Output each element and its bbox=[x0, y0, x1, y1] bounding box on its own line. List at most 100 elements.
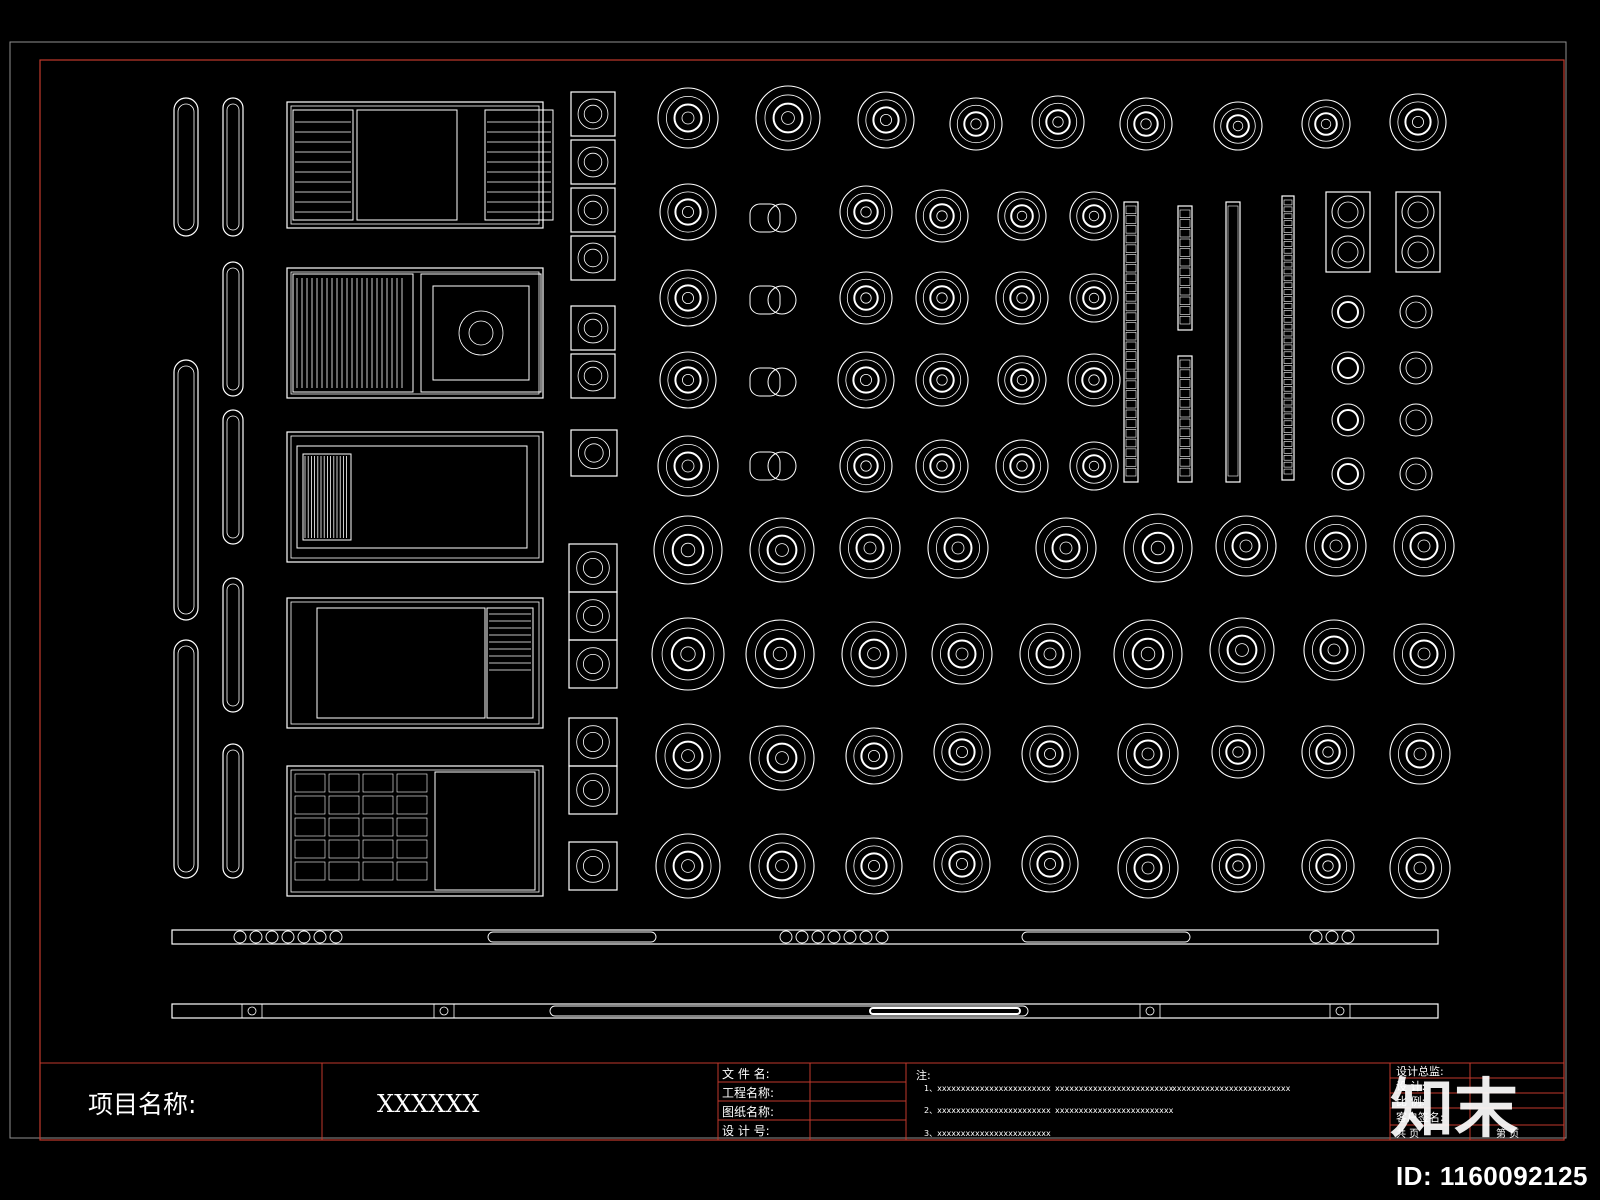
cad-line bbox=[929, 367, 955, 393]
cad-line bbox=[1337, 201, 1359, 223]
note-1a: 1、xxxxxxxxxxxxxxxxxxxxxxxx bbox=[924, 1084, 1051, 1093]
cad-line bbox=[1076, 448, 1112, 484]
cad-line bbox=[1125, 341, 1137, 351]
page-number: 第 页 bbox=[1496, 1127, 1519, 1140]
cad-line bbox=[846, 446, 886, 486]
cad-line bbox=[1232, 120, 1244, 132]
sign-design-director: 设计总监: bbox=[1396, 1064, 1444, 1078]
cad-line bbox=[1283, 392, 1293, 399]
cad-line bbox=[666, 96, 711, 141]
cad-line bbox=[1283, 351, 1293, 357]
cad-line bbox=[1231, 531, 1261, 561]
cad-line bbox=[328, 773, 360, 793]
cad-line bbox=[1283, 385, 1293, 392]
cad-line bbox=[439, 1006, 449, 1016]
cad-line bbox=[1009, 285, 1035, 311]
cad-line bbox=[1038, 102, 1078, 142]
cad-line bbox=[1321, 531, 1351, 561]
cad-line bbox=[1218, 732, 1258, 772]
cad-line bbox=[922, 278, 962, 318]
cad-line bbox=[1417, 539, 1431, 553]
round-light-symbol bbox=[915, 271, 969, 325]
cad-line bbox=[1283, 316, 1293, 323]
brand-logo: 知末 bbox=[1390, 1073, 1518, 1147]
cad-line bbox=[853, 285, 879, 311]
cad-line bbox=[1308, 846, 1348, 886]
cad-line bbox=[1179, 359, 1191, 369]
cad-line bbox=[396, 861, 428, 881]
cad-line bbox=[576, 849, 610, 883]
square-fan-symbol bbox=[570, 353, 616, 399]
round-light-symbol bbox=[933, 835, 991, 893]
cad-line bbox=[766, 850, 798, 882]
cad-line bbox=[1131, 637, 1165, 671]
cad-line bbox=[1125, 283, 1137, 292]
cad-line bbox=[664, 732, 712, 780]
cad-line bbox=[1088, 292, 1100, 304]
cad-line bbox=[362, 817, 394, 837]
cad-line bbox=[1126, 732, 1171, 777]
cad-line bbox=[1179, 316, 1191, 325]
round-light-symbol bbox=[837, 351, 895, 409]
cad-line bbox=[1002, 278, 1042, 318]
round-light-symbol bbox=[1213, 101, 1263, 151]
cad-line bbox=[1283, 234, 1293, 240]
small-downlight-symbol bbox=[1399, 457, 1433, 491]
cad-line bbox=[576, 725, 610, 759]
cad-line bbox=[1141, 531, 1175, 565]
cad-line bbox=[855, 533, 885, 563]
cad-line bbox=[795, 930, 809, 944]
round-light-symbol bbox=[839, 517, 901, 579]
cad-line bbox=[1125, 361, 1137, 370]
cad-line bbox=[1283, 330, 1293, 337]
project-name-label: 项目名称: bbox=[88, 1090, 196, 1119]
cad-line bbox=[1283, 323, 1293, 330]
cad-line bbox=[880, 114, 893, 127]
square-fan-symbol bbox=[570, 187, 616, 233]
cad-line bbox=[1051, 533, 1081, 563]
round-light-symbol bbox=[659, 183, 717, 241]
cad-line bbox=[1016, 460, 1028, 472]
cad-line bbox=[265, 930, 279, 944]
cad-line bbox=[1309, 930, 1323, 944]
cad-line bbox=[1218, 846, 1258, 886]
cad-line bbox=[1315, 739, 1341, 765]
cad-line bbox=[1179, 267, 1191, 276]
title-block bbox=[40, 1062, 1564, 1140]
cad-line bbox=[316, 607, 486, 719]
cad-line bbox=[859, 930, 873, 944]
cad-line bbox=[1125, 409, 1137, 419]
cad-line bbox=[1283, 248, 1293, 254]
cad-line bbox=[356, 109, 458, 221]
cad-line bbox=[226, 583, 240, 707]
round-light-symbol bbox=[1301, 725, 1355, 779]
round-light-symbol bbox=[995, 439, 1049, 493]
cad-line bbox=[1179, 458, 1191, 467]
small-downlight-symbol bbox=[1399, 403, 1433, 437]
cad-line bbox=[1283, 344, 1293, 351]
cad-line bbox=[758, 842, 806, 890]
cad-line bbox=[1283, 241, 1293, 247]
round-light-symbol bbox=[1119, 97, 1173, 151]
round-light-symbol bbox=[1393, 515, 1455, 577]
cad-line bbox=[860, 206, 872, 218]
cad-line bbox=[860, 292, 872, 304]
cad-line bbox=[1283, 199, 1293, 206]
cad-line bbox=[432, 285, 530, 381]
cad-line bbox=[577, 312, 609, 344]
cad-line bbox=[1220, 108, 1256, 144]
cad-line bbox=[869, 1007, 1021, 1015]
cad-line bbox=[294, 773, 326, 793]
total-pages: 共 页 bbox=[1396, 1128, 1419, 1140]
cad-line bbox=[1074, 360, 1114, 400]
cad-line bbox=[1140, 118, 1152, 130]
cad-line bbox=[1327, 643, 1341, 657]
round-light-symbol bbox=[749, 725, 815, 791]
cad-line bbox=[583, 104, 603, 124]
cad-line bbox=[936, 374, 948, 386]
round-light-symbol bbox=[1211, 839, 1265, 893]
cad-line bbox=[1405, 409, 1427, 431]
engineering-name-label: 工程名称: bbox=[722, 1085, 774, 1100]
cad-line bbox=[860, 373, 873, 386]
cad-line bbox=[1125, 351, 1137, 360]
